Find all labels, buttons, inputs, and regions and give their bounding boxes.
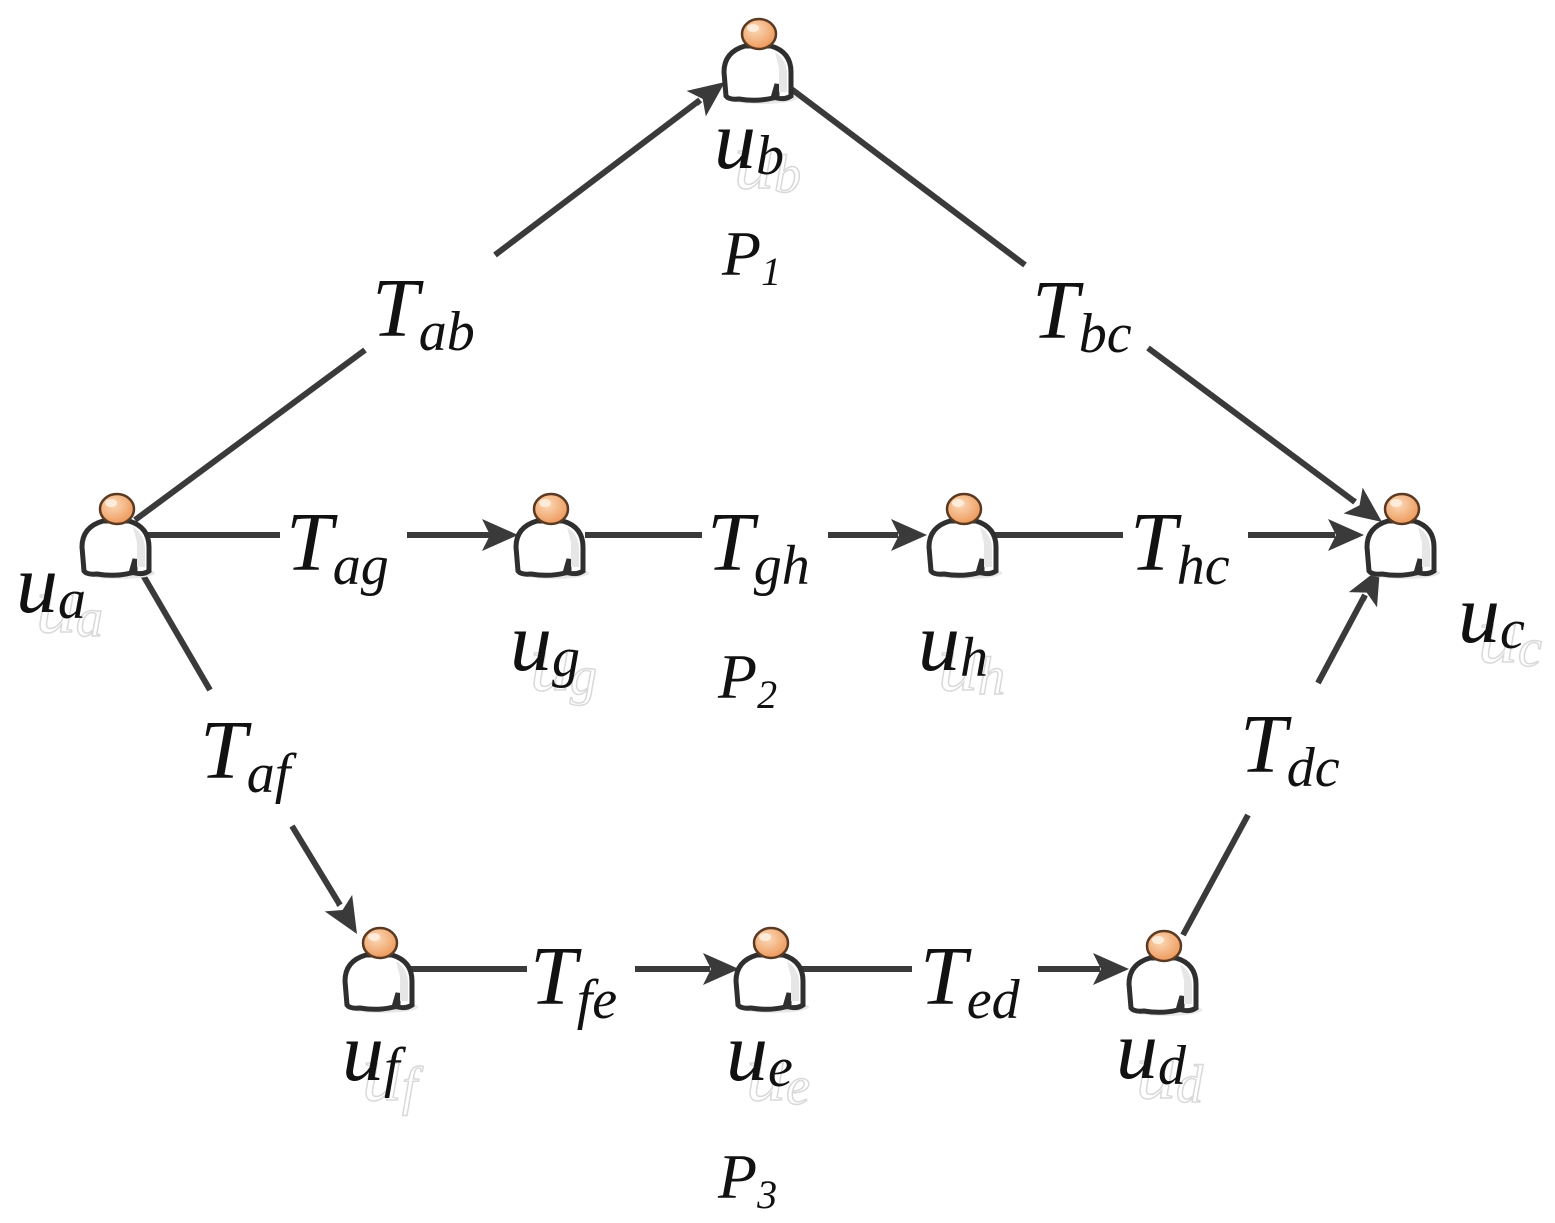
edge-e-d [800,953,1129,985]
node-label-h: uh [918,596,988,689]
edge-label-ag: Tag [286,496,389,597]
node-label-g: ug [510,596,580,689]
arrowhead [891,519,927,551]
node-label-b: ub [714,94,784,187]
edge-label-gh: Tgh [707,496,810,597]
edge-d-c [1180,568,1380,937]
arrowhead [482,519,518,551]
node-label-shadow-b: ub [734,118,801,206]
edge-g-h [585,519,927,551]
arrowhead [1093,953,1129,985]
path-label-3: P3 [717,1141,777,1217]
node-label-a: ua [16,538,86,631]
edge-segment [1351,498,1357,505]
user-icon-b [721,17,797,104]
edge-label-ab: Tab [372,262,475,363]
edge-segment [133,347,367,523]
node-label-e: ue [726,1006,793,1099]
node-label-shadow-e: ue [746,1030,810,1118]
edge-a-f [137,568,357,934]
arrowhead [686,82,725,117]
edge-segment [1146,345,1357,505]
user-icon-h [926,492,1002,579]
edge-segment [336,901,343,907]
arrowhead [1343,487,1382,522]
arrowhead [1348,568,1380,608]
node-label-c: uc [1458,568,1525,661]
user-icon-g [513,492,589,579]
user-icon-a [79,492,155,579]
edge-segment [694,97,703,106]
edges [133,82,1382,985]
edge-label-fe: Tfe [530,930,617,1031]
node-label-shadow-h: uh [938,620,1005,708]
edge-segment [493,97,702,258]
edge-segment [788,85,1027,268]
edge-b-c [788,85,1382,522]
edge-segment [289,824,343,907]
edge-segment [1180,813,1251,937]
arrowhead [324,894,357,934]
edge-segment [1360,593,1368,601]
node-label-d: ud [1116,1004,1187,1097]
edge-segment [1315,593,1368,685]
arrowhead [703,953,739,985]
edge-segment [137,568,213,692]
edge-label-bc: Tbc [1032,264,1132,365]
node-label-shadow-c: uc [1478,592,1542,680]
edge-h-c [990,519,1364,551]
user-icon-e [733,926,809,1013]
node-label-shadow-a: ua [36,562,103,650]
node-label-shadow-d: ud [1136,1028,1204,1116]
node-label-shadow-g: ug [530,620,597,708]
edge-label-ed: Ted [920,930,1021,1031]
path-label-1: P1 [721,218,781,294]
user-icon-c [1364,492,1440,579]
edge-a-b [133,82,725,523]
edge-label-af: Taf [200,704,298,805]
arrowhead [1328,519,1364,551]
user-icon-d [1126,929,1202,1016]
edge-label-hc: Thc [1130,496,1230,597]
user-icon-f [342,926,418,1013]
node-label-f: uf [342,1006,407,1099]
nodes [79,17,1440,1016]
edge-a-g [140,519,518,551]
path-label-2: P2 [717,641,777,717]
edge-f-e [405,953,739,985]
edge-label-dc: Tdc [1240,698,1340,799]
